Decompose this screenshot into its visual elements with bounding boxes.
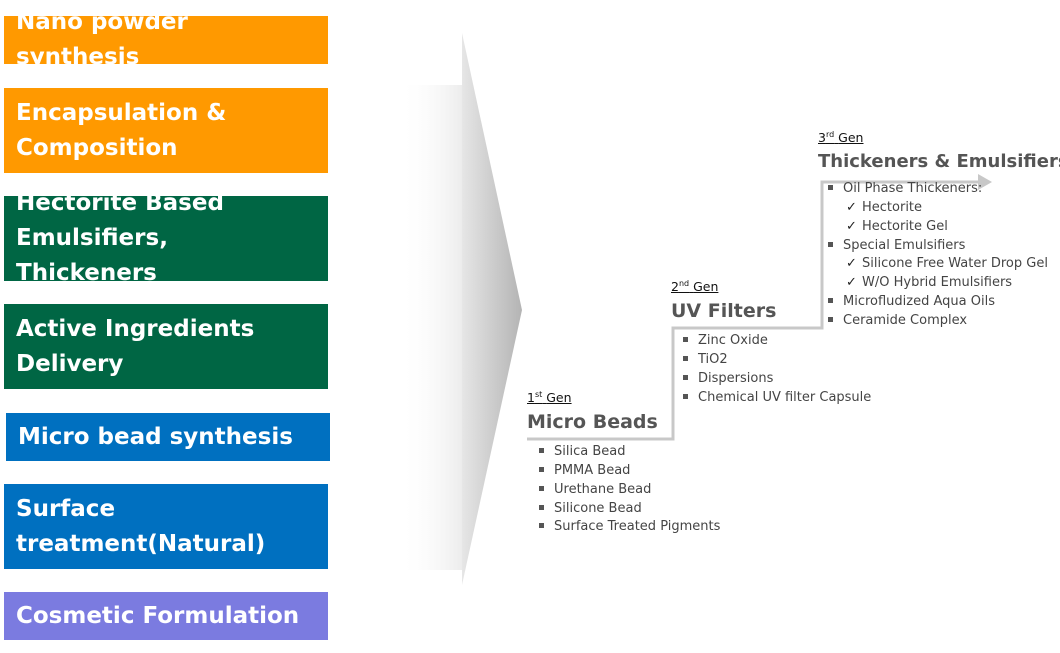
check-list-item: ✓ Hectorite bbox=[826, 199, 1060, 218]
capability-label: Surface treatment(Natural) bbox=[16, 495, 266, 557]
chevron-arrow-shaft bbox=[400, 85, 464, 570]
bullet-list-item: Special Emulsifiers bbox=[826, 237, 1060, 256]
checkmark-icon: ✓ bbox=[846, 199, 857, 215]
bullet-list-item: Silica Bead bbox=[537, 443, 720, 462]
bullet-list-item: Silicone Bead bbox=[537, 500, 720, 519]
square-bullet-icon bbox=[683, 374, 688, 380]
item-text: W/O Hybrid Emulsifiers bbox=[862, 275, 1013, 291]
item-text: Hectorite bbox=[862, 199, 923, 215]
square-bullet-icon bbox=[828, 241, 833, 247]
capability-box-surface-treatment: Surface treatment(Natural) bbox=[4, 484, 328, 569]
item-text: Silicone Free Water Drop Gel bbox=[862, 256, 1048, 272]
gen-title: Micro Beads bbox=[527, 411, 658, 434]
square-bullet-icon bbox=[539, 448, 544, 454]
bullet-list-item: Surface Treated Pigments bbox=[537, 518, 720, 537]
square-bullet-icon bbox=[828, 316, 833, 322]
capability-box-micro-bead: Micro bead synthesis bbox=[6, 413, 330, 461]
capability-label: Active Ingredients Delivery bbox=[16, 315, 255, 377]
bullet-list-item: Dispersions bbox=[681, 370, 871, 389]
check-list-item: ✓ W/O Hybrid Emulsifiers bbox=[826, 274, 1060, 293]
item-text: TiO2 bbox=[698, 351, 728, 367]
staircase-arrowhead bbox=[978, 174, 992, 190]
item-text: Hectorite Gel bbox=[862, 218, 948, 234]
bullet-list-item: Urethane Bead bbox=[537, 481, 720, 500]
bullet-list-item: Chemical UV filter Capsule bbox=[681, 389, 871, 408]
square-bullet-icon bbox=[828, 185, 833, 191]
capability-box-hectorite: Hectorite Based Emulsifiers, Thickeners bbox=[4, 190, 328, 286]
capability-box-cosmetic-formulation: Cosmetic Formulation bbox=[4, 592, 328, 640]
gen-title: Thickeners & Emulsifiers bbox=[818, 151, 1060, 173]
gen-title: UV Filters bbox=[671, 300, 777, 323]
capability-label: Cosmetic Formulation bbox=[16, 602, 300, 629]
check-list-item: ✓ Silicone Free Water Drop Gel bbox=[826, 255, 1060, 274]
item-text: Silicone Bead bbox=[554, 500, 642, 516]
item-text: Surface Treated Pigments bbox=[554, 519, 721, 535]
capability-label: Micro bead synthesis bbox=[18, 423, 293, 450]
square-bullet-icon bbox=[539, 504, 544, 510]
capability-label: Nano powder synthesis bbox=[16, 9, 188, 70]
bullet-list-item: Oil Phase Thickeners: bbox=[826, 180, 1060, 199]
item-text: Oil Phase Thickeners: bbox=[843, 181, 983, 197]
item-text: Special Emulsifiers bbox=[843, 237, 966, 253]
generation-3: 3rd Gen Thickeners & Emulsifiers Oil Pha… bbox=[818, 130, 1060, 331]
checkmark-icon: ✓ bbox=[846, 256, 857, 272]
item-text: Microfludized Aqua Oils bbox=[843, 293, 995, 309]
checkmark-icon: ✓ bbox=[846, 218, 857, 234]
bullet-list-item: PMMA Bead bbox=[537, 462, 720, 481]
bullet-list-item: Zinc Oxide bbox=[681, 332, 871, 351]
item-text: Urethane Bead bbox=[554, 481, 652, 497]
capability-box-active-ingredients: Active Ingredients Delivery bbox=[4, 304, 328, 389]
gen-label: 3rd Gen bbox=[818, 130, 864, 146]
square-bullet-icon bbox=[683, 393, 688, 399]
item-text: Silica Bead bbox=[554, 444, 626, 460]
item-text: Dispersions bbox=[698, 370, 774, 386]
gen-label: 2nd Gen bbox=[671, 279, 719, 295]
square-bullet-icon bbox=[539, 466, 544, 472]
square-bullet-icon bbox=[539, 485, 544, 491]
square-bullet-icon bbox=[828, 297, 833, 303]
capability-label: Hectorite Based Emulsifiers, Thickeners bbox=[16, 190, 224, 286]
item-text: Chemical UV filter Capsule bbox=[698, 389, 872, 405]
item-text: PMMA Bead bbox=[554, 462, 631, 478]
square-bullet-icon bbox=[683, 337, 688, 343]
square-bullet-icon bbox=[539, 523, 544, 529]
staircase-line bbox=[527, 180, 982, 441]
chevron-arrow-head bbox=[462, 33, 522, 585]
capability-box-nano-powder: Nano powder synthesis bbox=[4, 9, 328, 70]
square-bullet-icon bbox=[683, 355, 688, 361]
gen-items-list: Oil Phase Thickeners: ✓ Hectorite ✓ Hectorit… bbox=[826, 180, 1060, 330]
item-text: Zinc Oxide bbox=[698, 333, 768, 349]
gen-label: 1st Gen bbox=[527, 390, 572, 406]
checkmark-icon: ✓ bbox=[846, 275, 857, 291]
item-text: Ceramide Complex bbox=[843, 312, 968, 328]
bullet-list-item: Microfludized Aqua Oils bbox=[826, 293, 1060, 312]
capability-box-encapsulation: Encapsulation & Composition bbox=[4, 88, 328, 173]
bullet-list-item: Ceramide Complex bbox=[826, 312, 1060, 331]
check-list-item: ✓ Hectorite Gel bbox=[826, 218, 1060, 237]
capability-label: Encapsulation & Composition bbox=[16, 99, 227, 161]
bullet-list-item: TiO2 bbox=[681, 351, 871, 370]
